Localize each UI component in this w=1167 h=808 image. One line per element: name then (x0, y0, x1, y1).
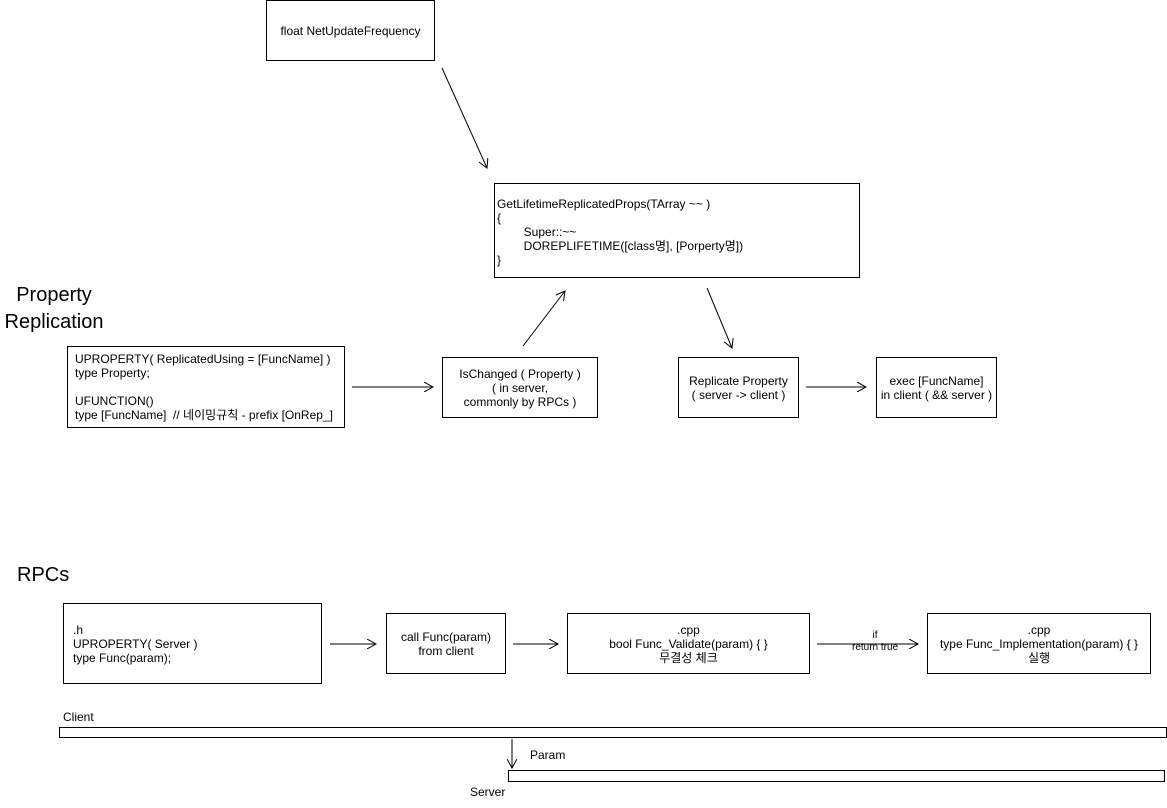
replicate-property-box[interactable]: Replicate Property( server -> client ) (678, 357, 799, 418)
property-replication-heading: Property Replication (0, 282, 108, 336)
get-lifetime-replicated-props-box[interactable]: GetLifetimeReplicatedProps(TArray ~~ ){ … (494, 183, 860, 278)
edge-label-line: return true (852, 642, 899, 653)
box-text-line: IsChanged ( Property ) (459, 366, 581, 381)
client-timeline-bar (59, 727, 1167, 738)
server-timeline-bar (508, 770, 1165, 782)
client-label: Client (63, 710, 94, 724)
box-text-line: type Property; (75, 366, 150, 380)
call-func-box[interactable]: call Func(param)from client (386, 613, 506, 674)
param-label: Param (530, 748, 566, 762)
net-update-frequency-box[interactable]: float NetUpdateFrequency (266, 0, 435, 61)
box-text-line: 무결성 체크 (659, 650, 718, 665)
box-text-line: } (497, 252, 502, 267)
box-text-line: { (497, 210, 502, 225)
server-label: Server (470, 785, 506, 799)
box-text-line: from client (418, 643, 474, 658)
box-text-line: ( server -> client ) (691, 387, 786, 402)
box-text-line: UPROPERTY( ReplicatedUsing = [FuncName] … (75, 352, 331, 366)
box-text-line: float NetUpdateFrequency (280, 23, 421, 38)
box-text-line: in client ( && server ) (880, 387, 993, 402)
box-text-line: Replicate Property (689, 373, 788, 388)
uproperty-declaration-box[interactable]: UPROPERTY( ReplicatedUsing = [FuncName] … (67, 346, 345, 428)
box-text-line: GetLifetimeReplicatedProps(TArray ~~ ) (497, 196, 711, 211)
box-text-line: type Func(param); (73, 650, 172, 665)
box-text-line: ( in server, (491, 380, 548, 395)
box-text-line: type [FuncName] // 네이밍규칙 - prefix [OnRep… (75, 408, 333, 422)
heading-line: RPCs (17, 564, 70, 586)
box-text-line (75, 380, 344, 394)
arrow-getlifetime-to-replicate (706, 287, 732, 348)
exec-funcname-box[interactable]: exec [FuncName]in client ( && server ) (876, 357, 997, 418)
arrow-ischanged-to-getlifetime (522, 291, 565, 347)
box-text-line: commonly by RPCs ) (463, 394, 577, 409)
box-text-line: 실행 (1027, 650, 1051, 665)
box-text-line: Super::~~ (497, 224, 577, 239)
arrow-netupdate-to-getlifetime (441, 67, 487, 168)
if-return-true-label: if return true (852, 630, 898, 654)
box-text-line: bool Func_Validate(param) { } (609, 636, 768, 651)
box-text-line: DOREPLIFETIME([class명], [Porperty명]) (497, 238, 744, 253)
box-text-line: .cpp (1027, 622, 1051, 637)
box-text-line: UPROPERTY( Server ) (73, 636, 198, 651)
rpcs-heading: RPCs (17, 562, 69, 589)
edge-label-line: if (872, 630, 878, 641)
heading-line: Property (16, 284, 92, 306)
is-changed-box[interactable]: IsChanged ( Property )( in server,common… (442, 357, 598, 418)
heading-line: Replication (4, 311, 104, 333)
box-text-line: UFUNCTION() (75, 394, 154, 408)
box-text-line: exec [FuncName] (889, 373, 984, 388)
box-text-line: .cpp (677, 622, 700, 637)
box-text-line: call Func(param) (400, 629, 492, 644)
box-text-line: type Func_Implementation(param) { } (939, 636, 1139, 651)
box-text-line: .h (73, 622, 84, 637)
